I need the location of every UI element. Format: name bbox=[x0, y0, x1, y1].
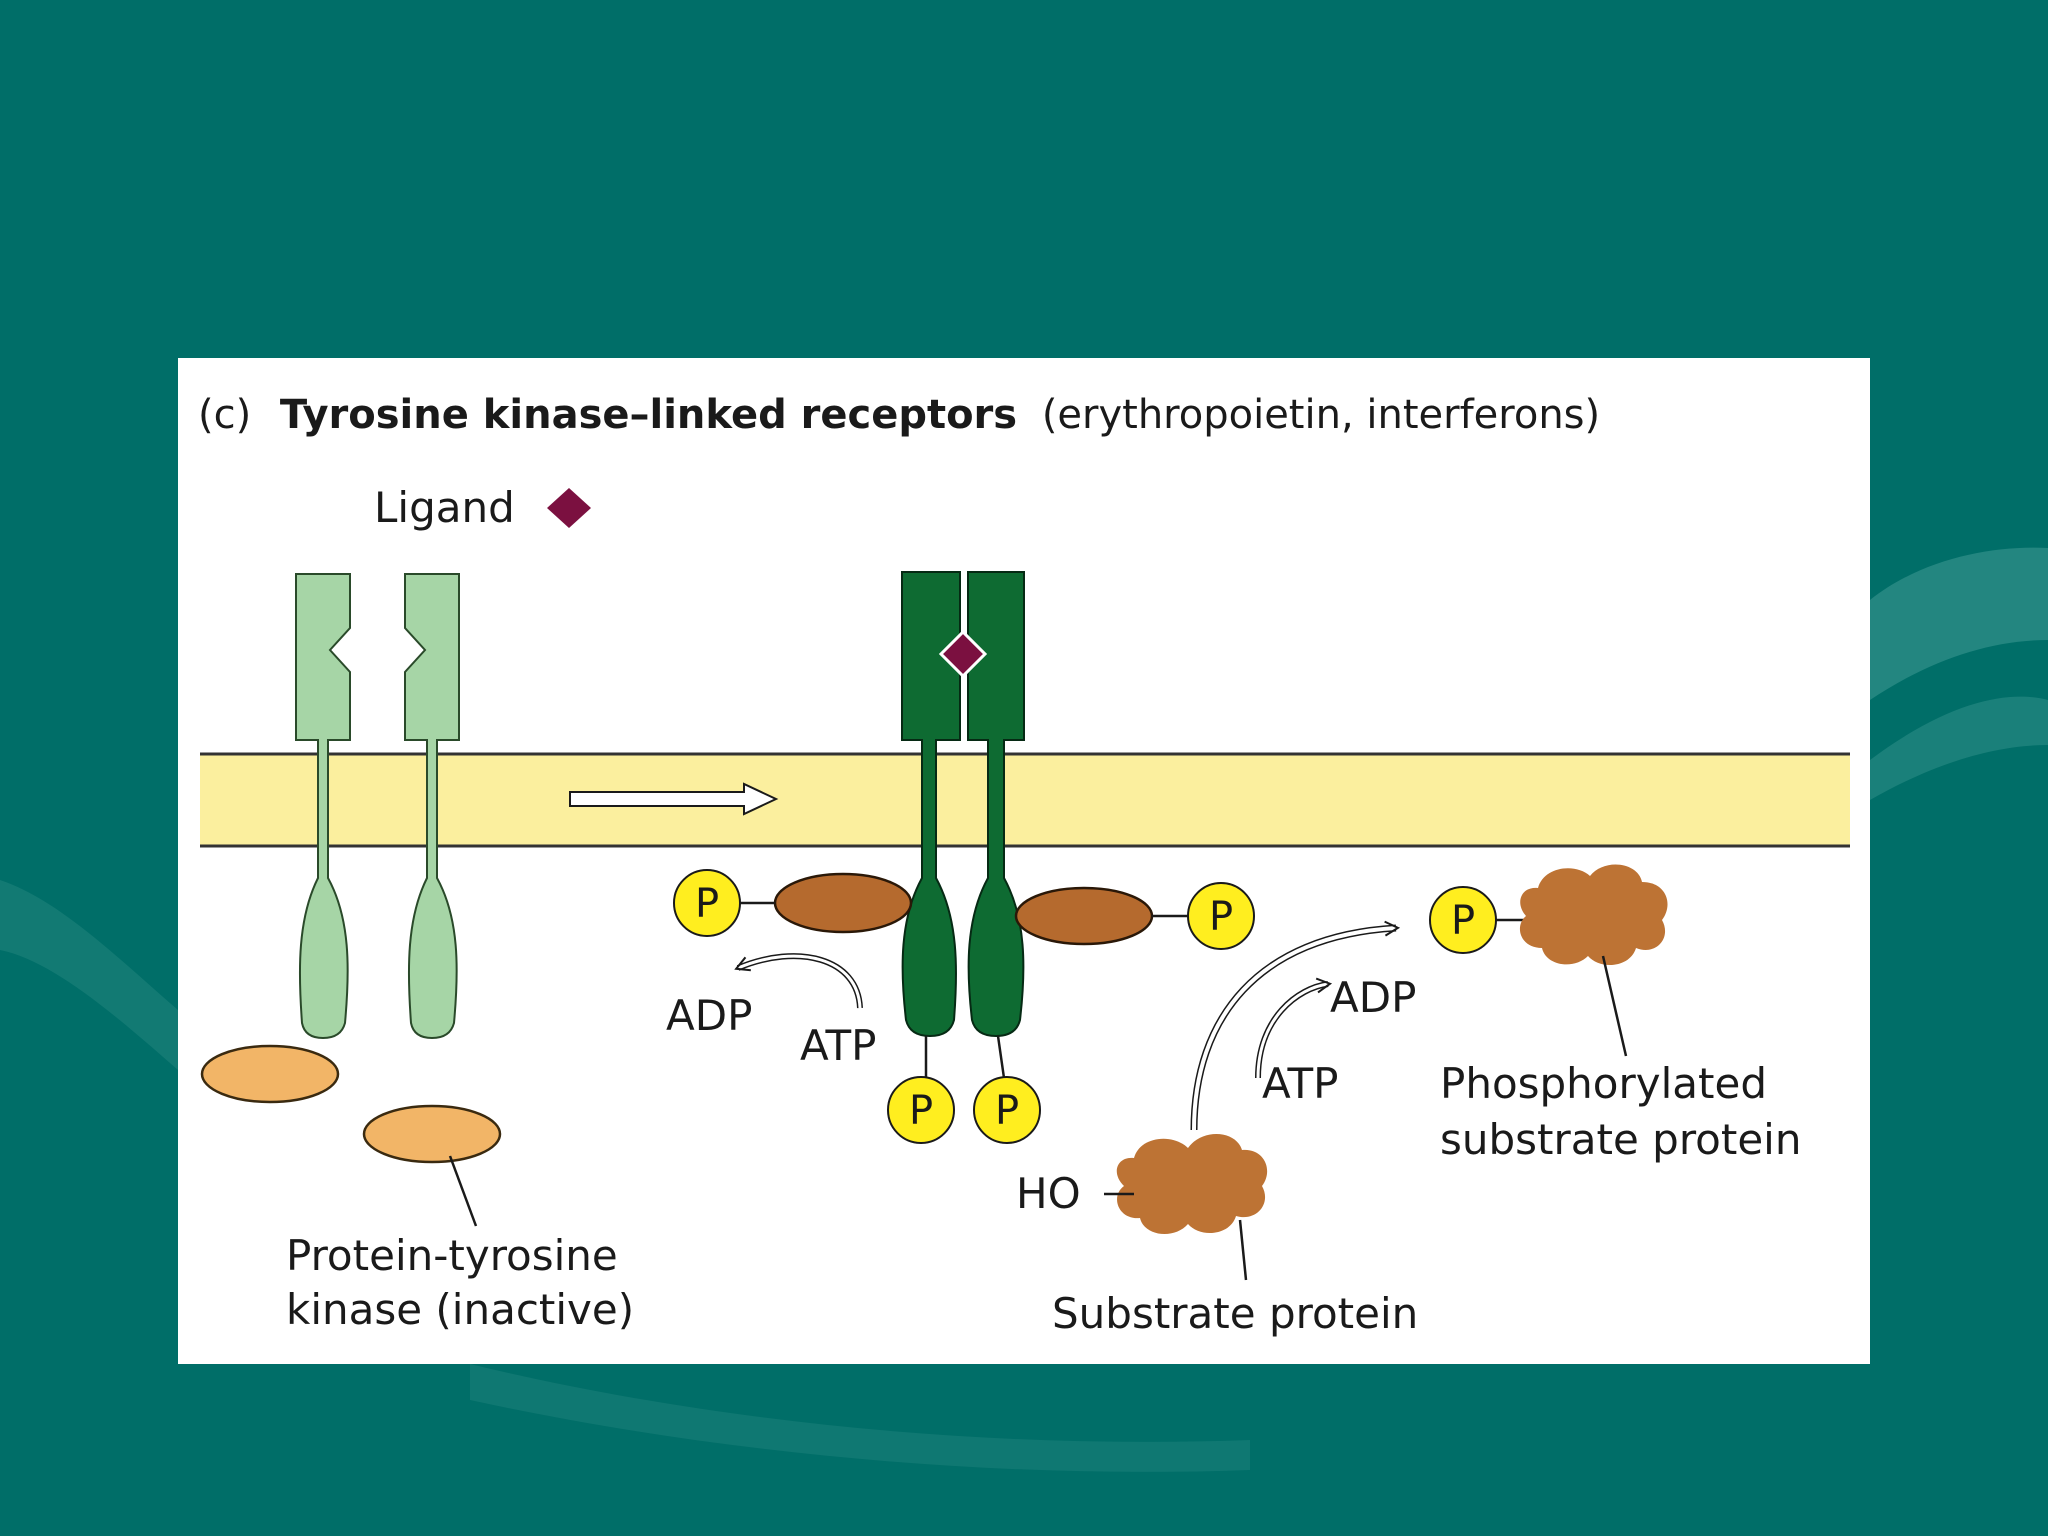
active-kinase-left bbox=[773, 872, 913, 934]
inactive-receptor-left bbox=[295, 573, 351, 1040]
atp-label: ATP bbox=[800, 1021, 876, 1070]
adp-label-right: ADP bbox=[1330, 973, 1416, 1022]
substrate-label: Substrate protein bbox=[1052, 1289, 1418, 1338]
activation-arrow bbox=[569, 782, 779, 816]
adp-label: ADP bbox=[666, 991, 752, 1040]
kinase-label-line1: Protein-tyrosine bbox=[286, 1231, 618, 1280]
inactive-receptor-right bbox=[404, 573, 460, 1040]
active-receptor-left bbox=[901, 571, 961, 1038]
cell-membrane bbox=[200, 754, 1850, 846]
ligand-label: Ligand bbox=[374, 483, 515, 532]
substrate-pointer-line bbox=[1238, 1219, 1248, 1281]
phosphorylated-substrate-blob bbox=[1519, 864, 1668, 966]
kinase-label-line2: kinase (inactive) bbox=[286, 1285, 634, 1334]
phosphate-label: P bbox=[695, 881, 719, 927]
ligand-icon bbox=[547, 488, 591, 528]
title-rest: (erythropoietin, interferons) bbox=[1042, 392, 1600, 438]
atp-adp-arrow-right bbox=[1256, 984, 1328, 1079]
inactive-kinase bbox=[200, 1044, 340, 1104]
figure-title: (c) Tyrosine kinase–linked receptors (er… bbox=[198, 392, 1600, 438]
phosphate-label: P bbox=[995, 1088, 1019, 1134]
phosphate-label: P bbox=[909, 1088, 933, 1134]
active-kinase-right bbox=[1014, 886, 1154, 946]
phospho-pointer-line bbox=[1601, 955, 1628, 1057]
phosphate-label: P bbox=[1209, 894, 1233, 940]
phosphate-icon bbox=[673, 869, 741, 937]
phospho-label-line1: Phosphorylated bbox=[1440, 1059, 1767, 1108]
phospho-label-line2: substrate protein bbox=[1440, 1115, 1801, 1164]
kinase-pointer-line bbox=[448, 1155, 478, 1227]
atp-label-right: ATP bbox=[1262, 1059, 1338, 1108]
phosphate-icon bbox=[1187, 882, 1255, 950]
inactive-kinase bbox=[362, 1104, 502, 1164]
receptor-diagram: (c) Tyrosine kinase–linked receptors (er… bbox=[198, 392, 1850, 1338]
phosphate-icon bbox=[973, 1076, 1041, 1144]
title-bold: Tyrosine kinase–linked receptors bbox=[280, 392, 1017, 438]
figure-panel: (c) Tyrosine kinase–linked receptors (er… bbox=[178, 358, 1870, 1364]
phosphate-icon bbox=[887, 1076, 955, 1144]
bound-ligand-icon bbox=[938, 629, 988, 679]
phosphorylation-arrow bbox=[1192, 928, 1396, 1131]
atp-adp-arrow bbox=[738, 954, 862, 1009]
title-prefix: (c) bbox=[198, 392, 251, 438]
phosphate-label: P bbox=[1451, 898, 1475, 944]
ho-label: HO bbox=[1016, 1169, 1081, 1218]
substrate-protein-blob bbox=[1116, 1133, 1268, 1235]
